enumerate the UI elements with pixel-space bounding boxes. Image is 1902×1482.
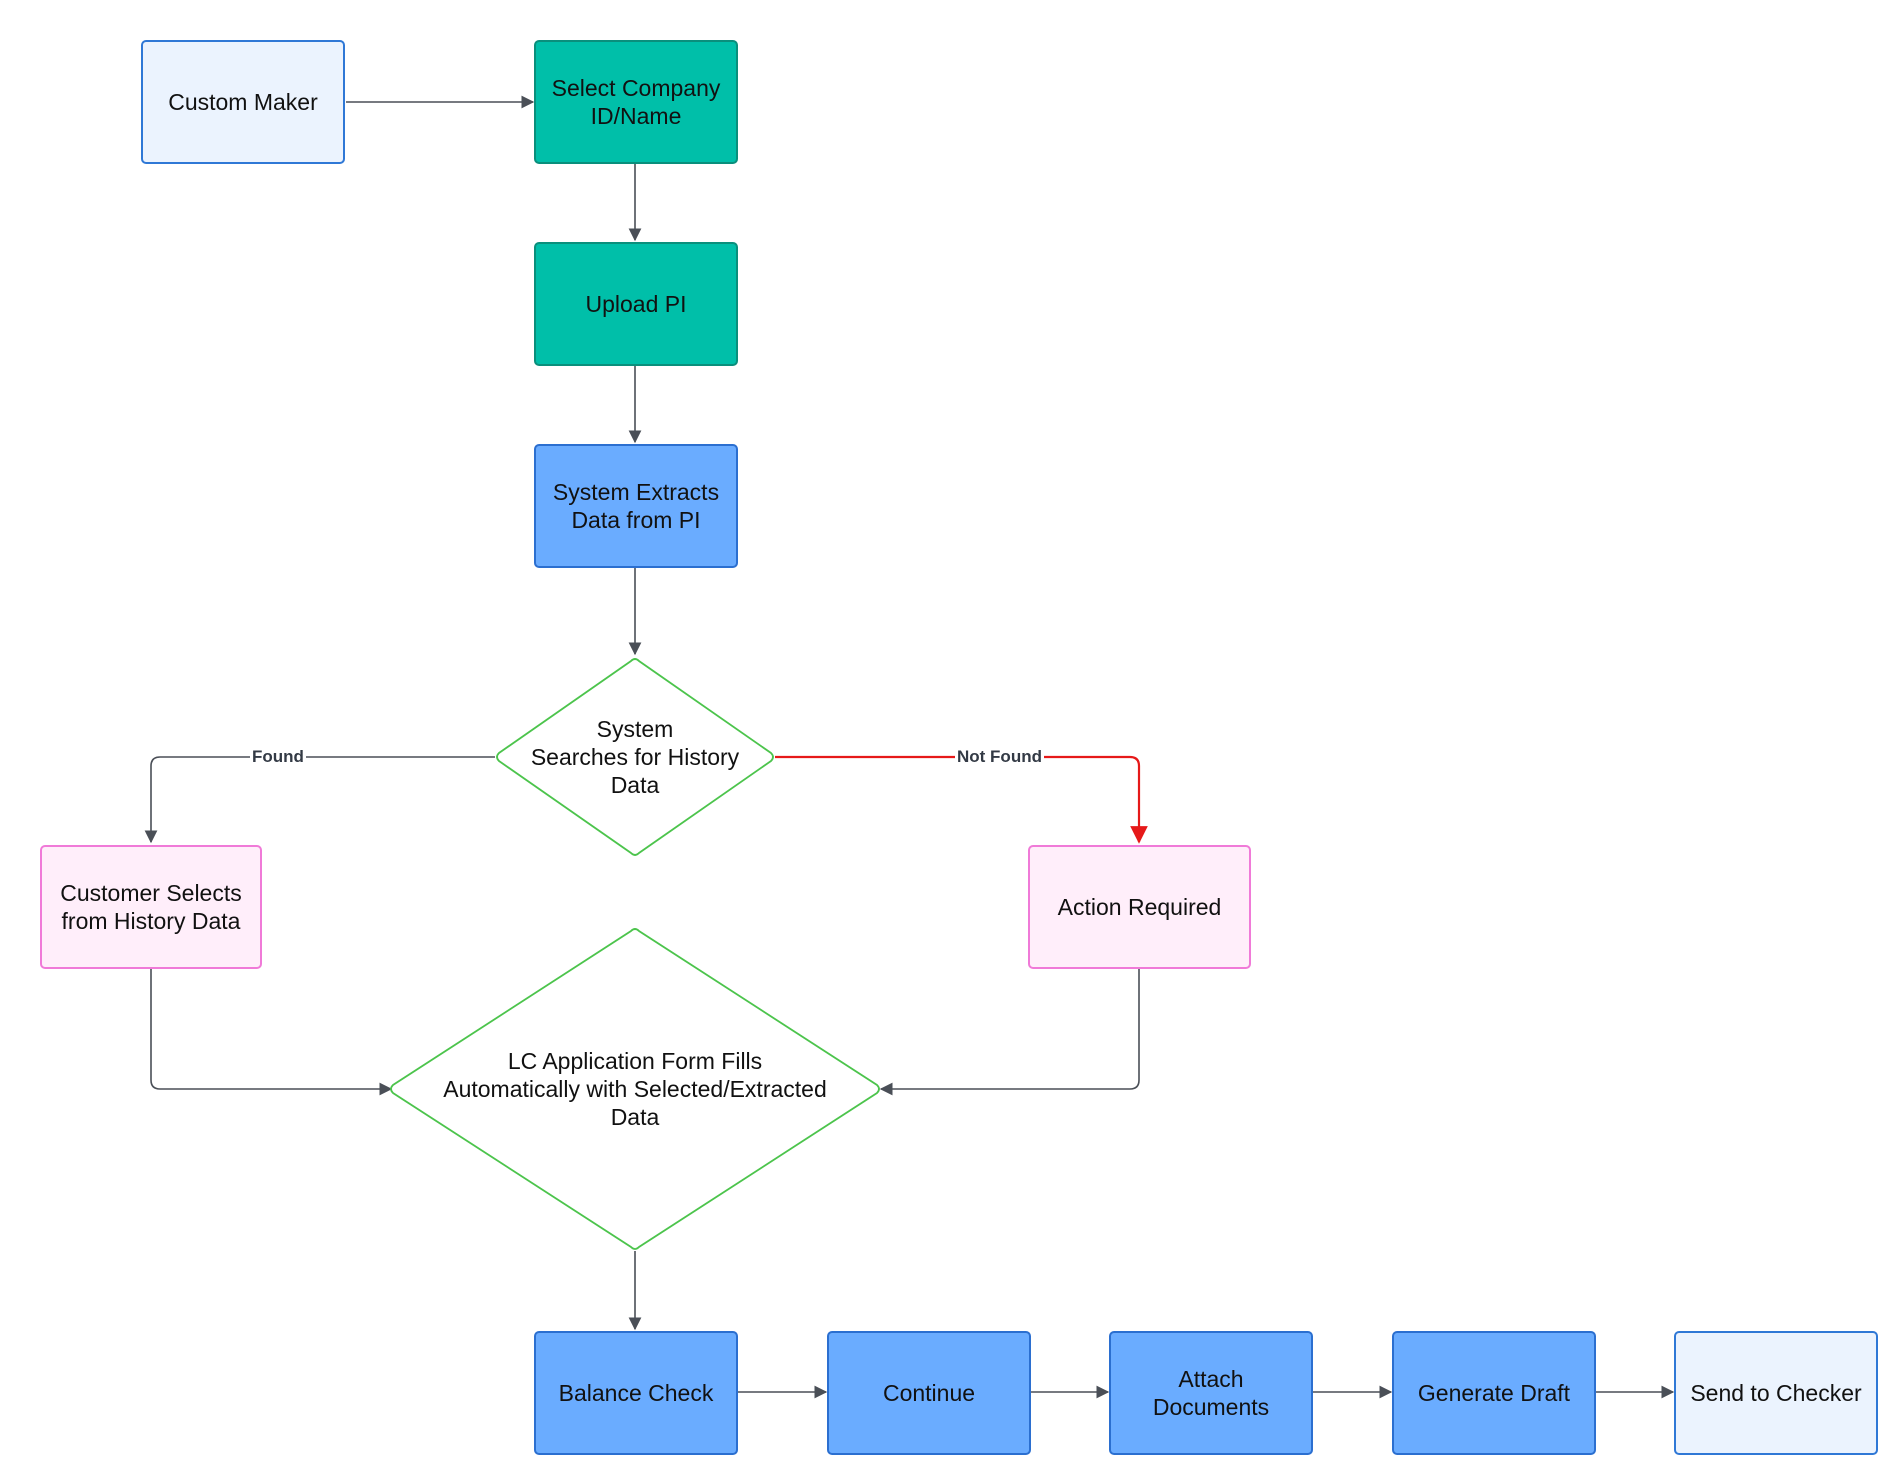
- edge-found: [144, 756, 495, 844]
- node-balance-check[interactable]: Balance Check: [534, 1331, 738, 1455]
- node-attach-documents[interactable]: Attach Documents: [1109, 1331, 1313, 1455]
- node-system-extracts[interactable]: System Extracts Data from PI: [534, 444, 738, 568]
- history-search-diamond: [496, 658, 774, 856]
- node-lc-form-label[interactable]: LC Application Form Fills Automatically …: [443, 1048, 827, 1130]
- node-select-company[interactable]: Select Company ID/Name: [534, 40, 738, 164]
- node-customer-selects[interactable]: Customer Selects from History Data: [40, 845, 262, 969]
- node-action-required[interactable]: Action Required: [1028, 845, 1251, 969]
- node-send-to-checker[interactable]: Send to Checker: [1674, 1331, 1878, 1455]
- edge-label-not-found: Not Found: [955, 747, 1044, 767]
- node-history-search-label[interactable]: System Searches for History Data: [530, 716, 740, 798]
- edge-actionrequired-lcform: [879, 968, 1140, 1096]
- edge-customerselects-lcform: [150, 968, 393, 1096]
- lc-form-diamond: [390, 928, 880, 1250]
- edge-label-found: Found: [250, 747, 306, 767]
- node-continue[interactable]: Continue: [827, 1331, 1031, 1455]
- edge-not-found: [775, 755, 1148, 844]
- node-generate-draft[interactable]: Generate Draft: [1392, 1331, 1596, 1455]
- node-upload-pi[interactable]: Upload PI: [534, 242, 738, 366]
- node-custom-maker[interactable]: Custom Maker: [141, 40, 345, 164]
